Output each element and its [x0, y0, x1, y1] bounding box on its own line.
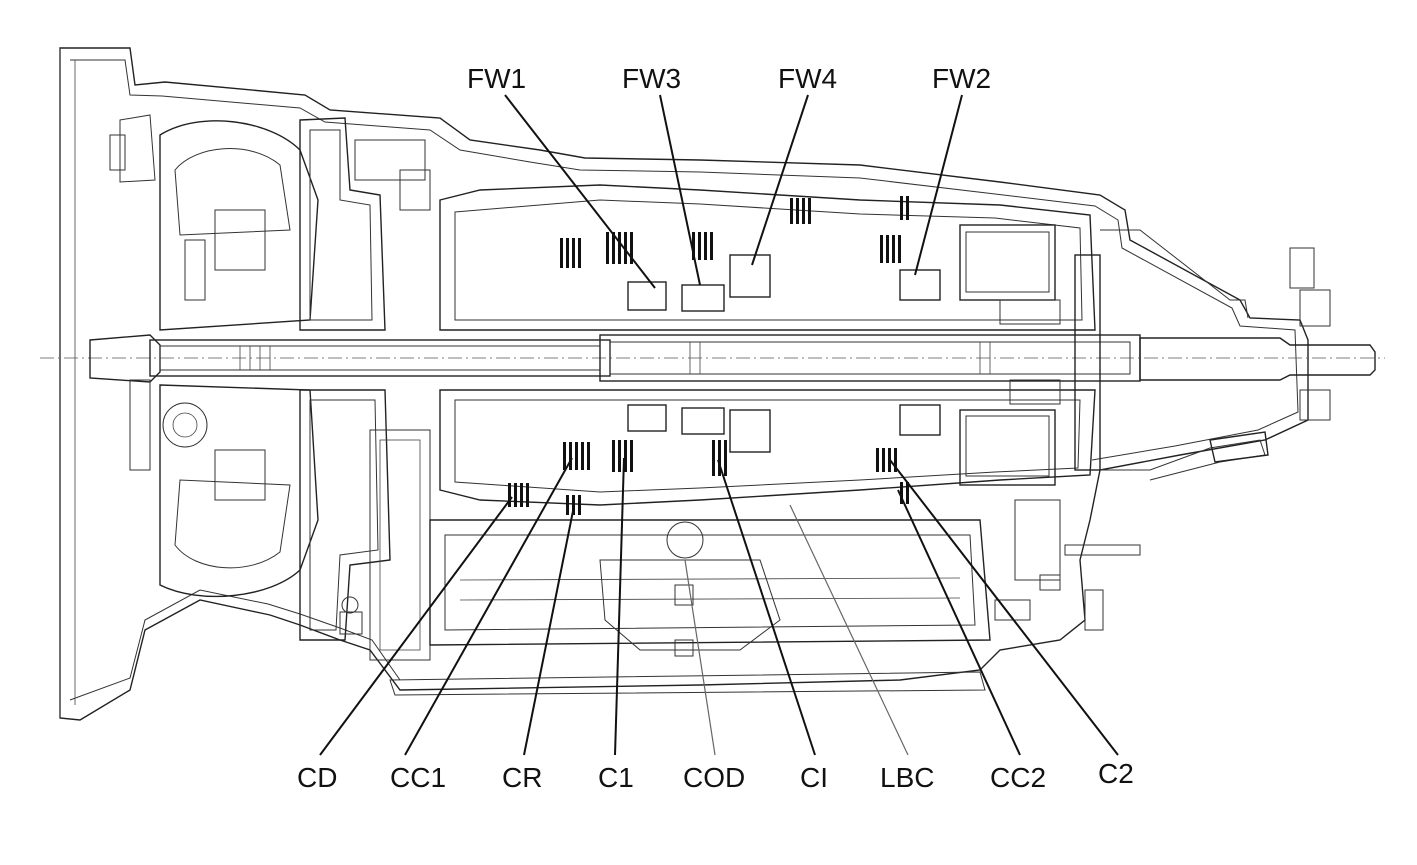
leader-c1 — [614, 457, 625, 756]
main-shafts — [149, 334, 1376, 382]
leader-cc2 — [897, 489, 1021, 756]
clutch-stack-ci — [712, 440, 727, 476]
label-cc1: CC1 — [390, 762, 446, 793]
clutch-stack-cc1 — [563, 442, 590, 470]
leader-fw4 — [751, 94, 809, 266]
leader-cod — [684, 559, 716, 756]
label-c1: C1 — [598, 762, 634, 793]
output-extension-housing — [1100, 229, 1331, 481]
label-ci: CI — [800, 762, 828, 793]
front-pump-assembly — [299, 117, 431, 661]
gear-train — [389, 184, 1141, 696]
clutch-plate-stacks — [508, 196, 909, 515]
leader-c2 — [889, 459, 1119, 756]
label-cod: COD — [683, 762, 745, 793]
label-fw3: FW3 — [622, 63, 681, 94]
leader-fw2 — [914, 94, 963, 276]
leader-cc1 — [404, 457, 573, 756]
label-cd: CD — [297, 762, 337, 793]
leader-cr — [523, 505, 575, 756]
label-cc2: CC2 — [990, 762, 1046, 793]
leader-ci — [717, 459, 816, 756]
leader-lbc — [789, 504, 909, 756]
clutch-stack-fw1-upper — [560, 232, 633, 268]
clutch-stack-upper-mid — [692, 196, 909, 263]
label-cr: CR — [502, 762, 542, 793]
label-fw4: FW4 — [778, 63, 837, 94]
transmission-housing — [59, 47, 1309, 721]
label-c2: C2 — [1098, 758, 1134, 789]
leader-lines — [319, 94, 1119, 756]
label-fw2: FW2 — [932, 63, 991, 94]
leader-cd — [319, 496, 513, 756]
torque-converter — [89, 114, 319, 598]
clutch-stack-c1 — [612, 440, 633, 472]
clutch-stack-cr — [566, 495, 581, 515]
label-fw1: FW1 — [467, 63, 526, 94]
top-labels: FW1 FW3 FW4 FW2 — [467, 63, 991, 94]
clutch-stack-cd — [508, 483, 529, 507]
label-lbc: LBC — [880, 762, 934, 793]
clutch-stack-cc2 — [876, 448, 909, 504]
bottom-labels: CD CC1 CR C1 COD CI LBC CC2 C2 — [297, 758, 1134, 793]
leader-fw1 — [504, 94, 656, 289]
leader-fw3 — [659, 94, 701, 286]
